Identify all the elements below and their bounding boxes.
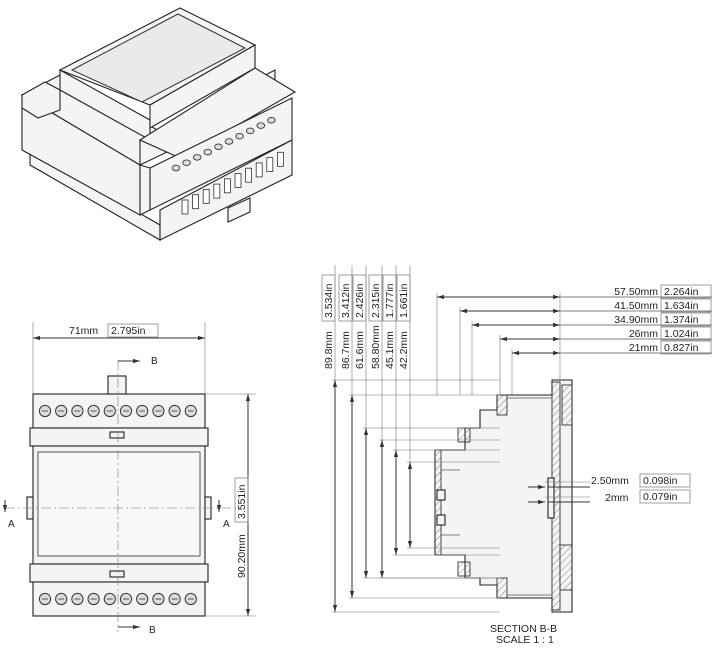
iso-screw (171, 164, 181, 172)
vdim-mm: 86.7mm (340, 331, 352, 369)
hdim-mm: 26mm (629, 328, 658, 340)
vdim-in: 3.412in (340, 283, 352, 318)
iso-screw (192, 154, 202, 161)
hdim-mm: 34.90mm (614, 314, 658, 326)
iso-slot (234, 173, 242, 188)
iso-screw (224, 138, 234, 145)
iso-screw (256, 122, 266, 129)
front-width-mm: 71mm (69, 325, 98, 337)
small-dim-1-in: 0.079in (643, 491, 678, 503)
iso-slot (223, 178, 231, 194)
horizontal-dimensions: 57.50mm 2.264in 41.50mm 1.634in 34.90mm 1.374… (436, 284, 712, 395)
iso-screw (182, 159, 191, 166)
iso-screw (203, 148, 213, 156)
iso-slot (192, 194, 200, 210)
iso-slot (255, 162, 263, 178)
small-dim-1-mm: 2mm (605, 492, 629, 504)
hdim-mm: 21mm (629, 342, 658, 354)
vdim-in: 3.534in (323, 283, 335, 318)
iso-terminal-screws (171, 117, 276, 172)
section-a-left-label: A (8, 519, 15, 530)
small-dim-0-in: 0.098in (643, 475, 678, 487)
section-caption: SECTION B-B (490, 623, 557, 635)
hdim-in: 2.264in (664, 286, 699, 298)
section-b-bottom-label: B (149, 625, 156, 636)
iso-terminal-slots (181, 151, 284, 215)
vdim-mm: 89.8mm (323, 331, 335, 369)
iso-slot (276, 151, 284, 167)
front-bottom-terminals (38, 592, 197, 606)
section-a-right-label: A (223, 519, 230, 530)
hdim-in: 1.374in (664, 314, 699, 326)
vdim-mm: 61.6mm (354, 331, 366, 369)
iso-slot (181, 199, 189, 215)
vdim-in: 2.426in (354, 283, 366, 318)
isometric-view (20, 7, 297, 241)
vdim-mm: 42.2mm (398, 331, 410, 369)
iso-screw (235, 132, 244, 140)
front-height-mm: 90.20mm (236, 534, 248, 578)
hdim-mm: 41.50mm (614, 300, 658, 312)
iso-slot (266, 157, 274, 173)
iso-screw (214, 143, 223, 151)
vertical-dimensions: 89.8mm 3.534in 86.7mm 3.412in 61.6mm 2.426in 5… (321, 265, 500, 613)
hdim-in: 1.634in (664, 300, 699, 312)
small-dim-0-mm: 2.50mm (591, 475, 629, 487)
front-height-in: 3.551in (236, 484, 248, 519)
iso-screw (245, 127, 255, 135)
vdim-mm: 58.80mm (370, 325, 382, 369)
vdim-in: 2.315in (370, 283, 382, 318)
front-view: 71mm 2.795in B B A A (2, 322, 256, 636)
hdim-in: 0.827in (664, 342, 699, 354)
iso-slot (245, 167, 253, 183)
vdim-in: 1.777in (384, 283, 396, 318)
section-b-top-label: B (151, 356, 158, 367)
iso-slot (202, 188, 210, 204)
vdim-in: 1.661in (398, 283, 410, 318)
vdim-mm: 45.1mm (384, 331, 396, 369)
front-top-terminals (38, 404, 197, 418)
iso-slot (213, 183, 221, 199)
hdim-in: 1.024in (664, 328, 699, 340)
front-width-in: 2.795in (111, 325, 146, 337)
section-scale: SCALE 1 : 1 (496, 634, 554, 646)
iso-screw (267, 117, 276, 124)
section-view: 57.50mm 2.264in 41.50mm 1.634in 34.90mm 1.374… (321, 265, 712, 646)
hdim-mm: 57.50mm (614, 286, 658, 298)
